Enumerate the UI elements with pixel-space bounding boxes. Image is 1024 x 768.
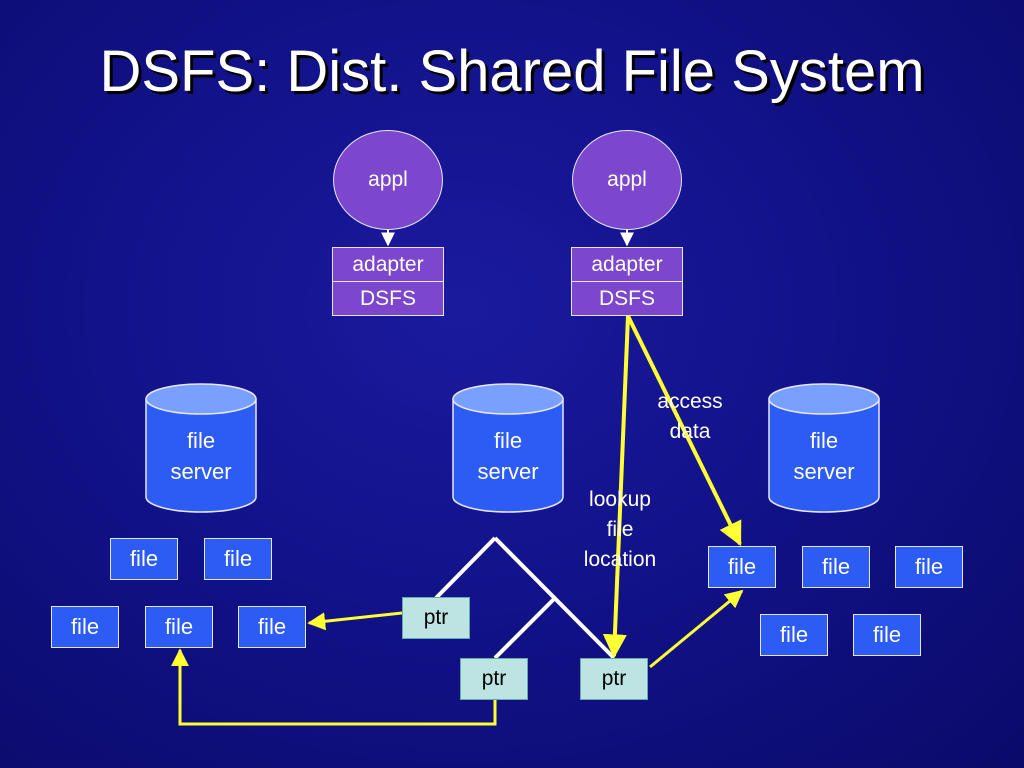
file-box: file xyxy=(110,538,178,580)
access-data-label: access data xyxy=(657,390,723,443)
adapter-layer: adapter xyxy=(352,252,424,276)
ptr-to-right-file-arrow xyxy=(649,589,744,669)
file-box: file xyxy=(895,546,963,588)
appl-node-1: appl xyxy=(333,130,443,230)
file-box: file xyxy=(760,614,828,656)
dsfs-stack-1: adapter DSFS xyxy=(332,247,444,316)
pointer-node-2: ptr xyxy=(460,658,528,700)
dsfs-stack-2: adapter DSFS xyxy=(571,247,683,316)
dsfs-layer: DSFS xyxy=(333,281,443,315)
pointer-node-3: ptr xyxy=(580,658,648,700)
file-box: file xyxy=(853,614,921,656)
pointer-node-1: ptr xyxy=(402,597,470,639)
pointer-tree-branch xyxy=(493,596,557,660)
file-box: file xyxy=(708,546,776,588)
database-cylinder-icon xyxy=(452,383,564,513)
adapter-layer: adapter xyxy=(591,252,663,276)
pointer-tree-left xyxy=(434,536,497,600)
slide-title: DSFS: Dist. Shared File System xyxy=(99,39,925,104)
access-data-arrow xyxy=(626,315,742,547)
dsfs-layer: DSFS xyxy=(572,281,682,315)
ptr-to-bottom-file-arrow xyxy=(171,648,497,726)
appl-node-2: appl xyxy=(572,130,682,230)
file-server-label: file server xyxy=(793,428,855,484)
file-box: file xyxy=(51,606,119,648)
file-box: file xyxy=(802,546,870,588)
lookup-arrow xyxy=(602,315,630,659)
file-server-3: file server xyxy=(768,383,880,513)
ptr-to-left-file-arrow xyxy=(307,611,403,631)
file-server-label: file server xyxy=(477,428,539,484)
lookup-file-location-label: lookup file location xyxy=(583,488,657,571)
database-cylinder-icon xyxy=(145,383,257,513)
file-box: file xyxy=(238,606,306,648)
database-cylinder-icon xyxy=(768,383,880,513)
file-server-label: file server xyxy=(170,428,232,484)
file-server-1: file server xyxy=(145,383,257,513)
file-box: file xyxy=(204,538,272,580)
file-server-2: file server xyxy=(452,383,564,513)
file-box: file xyxy=(145,606,213,648)
